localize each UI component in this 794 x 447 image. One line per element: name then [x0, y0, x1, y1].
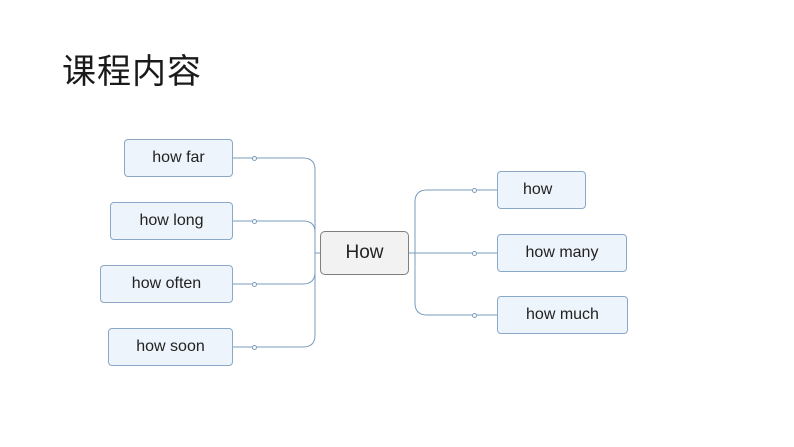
- node-how-far[interactable]: how far: [124, 139, 233, 177]
- node-how-often[interactable]: how often: [100, 265, 233, 303]
- connector-left-2: [255, 220, 316, 233]
- connector-right-1: [409, 189, 472, 254]
- connector-dot: [252, 219, 257, 224]
- connector-dot: [472, 251, 477, 256]
- node-how-many[interactable]: how many: [497, 234, 627, 272]
- node-how-long[interactable]: how long: [110, 202, 233, 240]
- connector-dot: [252, 156, 257, 161]
- center-node[interactable]: How: [320, 231, 409, 275]
- node-how-soon[interactable]: how soon: [108, 328, 233, 366]
- node-how-much[interactable]: how much: [497, 296, 628, 334]
- connector-dot: [472, 188, 477, 193]
- connector-dot: [472, 313, 477, 318]
- slide-title: 课程内容: [62, 52, 202, 92]
- node-how[interactable]: how: [497, 171, 586, 209]
- connector-right-3: [414, 253, 472, 316]
- connector-left-4: [255, 272, 316, 348]
- connector-dot: [252, 282, 257, 287]
- connector-left-1: [255, 157, 320, 254]
- connector-left-3: [255, 253, 316, 285]
- connector-dot: [252, 345, 257, 350]
